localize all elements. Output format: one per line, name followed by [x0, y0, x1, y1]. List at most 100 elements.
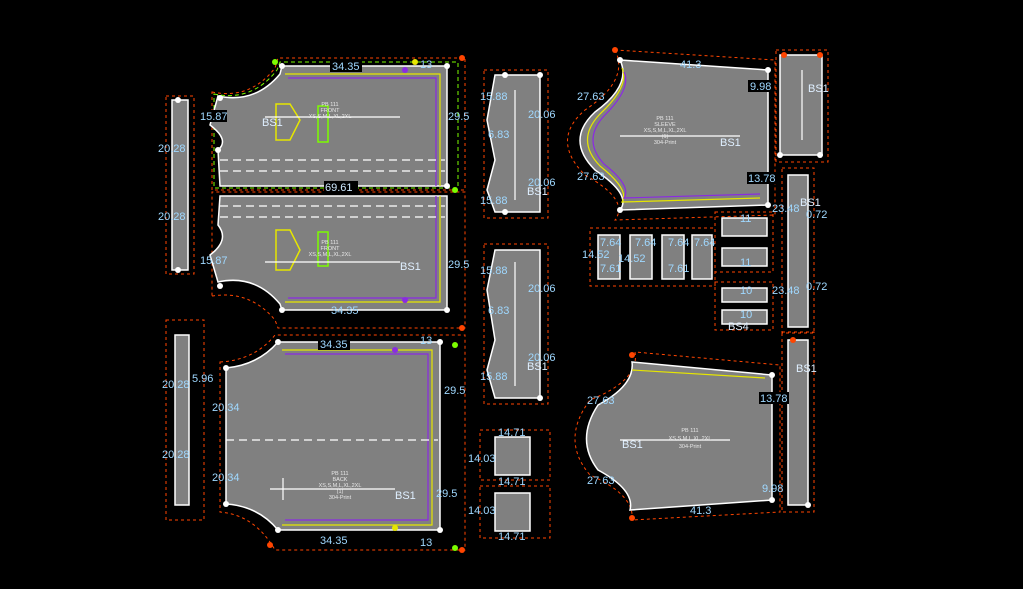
dimension-label: 10	[740, 285, 752, 297]
left-strip-piece-2[interactable]	[165, 319, 205, 521]
dimension-label: 6.83	[488, 305, 509, 317]
seam-point-marker	[817, 52, 823, 58]
dimension-label: 27.63	[587, 475, 615, 487]
dimension-label: XS,S,M,L,XL,2XL	[309, 252, 352, 258]
seam-point-marker	[629, 352, 635, 358]
placket-piece-lower[interactable]	[483, 243, 549, 405]
front-side-dim-2: 29.5	[448, 259, 469, 271]
front-piece-upper[interactable]	[209, 57, 466, 191]
small-rect-2[interactable]	[479, 485, 551, 539]
seam-point-marker	[629, 515, 635, 521]
seam-point-marker	[459, 325, 465, 331]
front-top-dim: 34.35	[332, 61, 360, 73]
strip-left-dim-4: 20.28	[162, 449, 190, 461]
seam-point-marker	[402, 297, 408, 303]
dimension-label: XS,S,M,L,XL,2XL	[644, 128, 687, 134]
seam-point-marker	[444, 307, 450, 313]
front-label: BS1	[262, 117, 283, 129]
back-left-dim-2: 20.34	[212, 472, 240, 484]
left-strip-piece[interactable]	[165, 95, 195, 275]
back-side-dim: 29.5	[444, 385, 465, 397]
seam-point-marker	[402, 67, 408, 73]
seam-point-marker	[437, 527, 443, 533]
seam-point-marker	[175, 267, 181, 273]
dimension-label: 14.03	[468, 505, 496, 517]
strip-left-dim-3: 20.28	[162, 379, 190, 391]
front-left-dim-2: 15.87	[200, 255, 228, 267]
dimension-label: BS1	[800, 197, 821, 209]
seam-point-marker	[444, 63, 450, 69]
dimension-label: XS,S,M,L,XL,2XL	[319, 483, 362, 489]
seam-point-marker	[502, 209, 508, 215]
right-strip-mid[interactable]	[781, 167, 815, 334]
seam-point-marker	[765, 67, 771, 73]
dimension-label: 15.88	[480, 265, 508, 277]
seam-point-marker	[537, 72, 543, 78]
seam-point-marker	[175, 97, 181, 103]
dimension-label: 14.71	[498, 531, 526, 543]
dimension-label: 41.3	[680, 59, 701, 71]
right-strip-top[interactable]	[775, 49, 829, 163]
cuff-pieces[interactable]	[589, 211, 774, 331]
dimension-label: 9.98	[762, 483, 783, 495]
dimension-label: 7.61	[668, 263, 689, 275]
seam-point-marker	[279, 63, 285, 69]
seam-point-marker	[223, 501, 229, 507]
dimension-label: PB 111	[331, 471, 348, 477]
seam-point-marker	[617, 57, 623, 63]
front-side-dim: 29.5	[448, 111, 469, 123]
back-piece[interactable]	[219, 334, 466, 551]
seam-point-marker	[452, 187, 458, 193]
dimension-label: 20.06	[528, 352, 556, 364]
right-strip-bottom[interactable]	[781, 331, 815, 513]
dimension-label: 27.63	[577, 171, 605, 183]
seam-point-marker	[777, 152, 783, 158]
dimension-label: 7.64	[635, 237, 656, 249]
seam-point-marker	[412, 59, 418, 65]
seam-point-marker	[279, 307, 285, 313]
front-hem-dim: 13	[420, 59, 432, 71]
sleeve-piece-lower[interactable]	[574, 351, 781, 521]
dimension-label: 27.63	[587, 395, 615, 407]
seam-point-marker	[223, 365, 229, 371]
back-left-dim: 20.34	[212, 402, 240, 414]
seam-point-marker	[537, 395, 543, 401]
placket-piece-upper[interactable]	[483, 69, 549, 219]
seam-point-marker	[459, 55, 465, 61]
seam-point-marker	[502, 72, 508, 78]
strip-left-dim: 20.28	[158, 143, 186, 155]
dimension-label: 20.06	[528, 177, 556, 189]
dimension-label: SLEEVE	[654, 122, 676, 128]
seam-point-marker	[459, 547, 465, 553]
dimension-label: 14.03	[468, 453, 496, 465]
dimension-label: 10	[740, 309, 752, 321]
dimension-label: (1)	[662, 134, 669, 140]
dimension-label: 13	[420, 335, 432, 347]
seam-point-marker	[452, 545, 458, 551]
dimension-label: 14.52	[582, 249, 610, 261]
dimension-label: 13	[420, 537, 432, 549]
dimension-label: 27.63	[577, 91, 605, 103]
dimension-label: 23.48	[772, 285, 800, 297]
sleeve-piece-upper[interactable]	[567, 49, 776, 221]
small-rect-1[interactable]	[479, 429, 551, 481]
dimension-label: 14.71	[498, 427, 526, 439]
strip-left-dim-2: 20.28	[158, 211, 186, 223]
dimension-label: 0.72	[806, 209, 827, 221]
seam-point-marker	[272, 59, 278, 65]
seam-point-marker	[215, 147, 221, 153]
dimension-label: PB 111	[656, 116, 673, 122]
dimension-label: 7.64	[668, 237, 689, 249]
seam-point-marker	[817, 152, 823, 158]
seam-point-marker	[805, 502, 811, 508]
seam-point-marker	[437, 339, 443, 345]
front-piece-lower[interactable]	[209, 191, 466, 329]
dimension-label: PB 111	[681, 428, 698, 434]
back-top-dim: 34.35	[320, 339, 348, 351]
seam-point-marker	[612, 47, 618, 53]
dimension-label: BACK	[333, 477, 348, 483]
dimension-label: 11	[740, 257, 751, 269]
dimension-label: 11	[740, 213, 751, 225]
dimension-label: BS1	[527, 361, 548, 373]
